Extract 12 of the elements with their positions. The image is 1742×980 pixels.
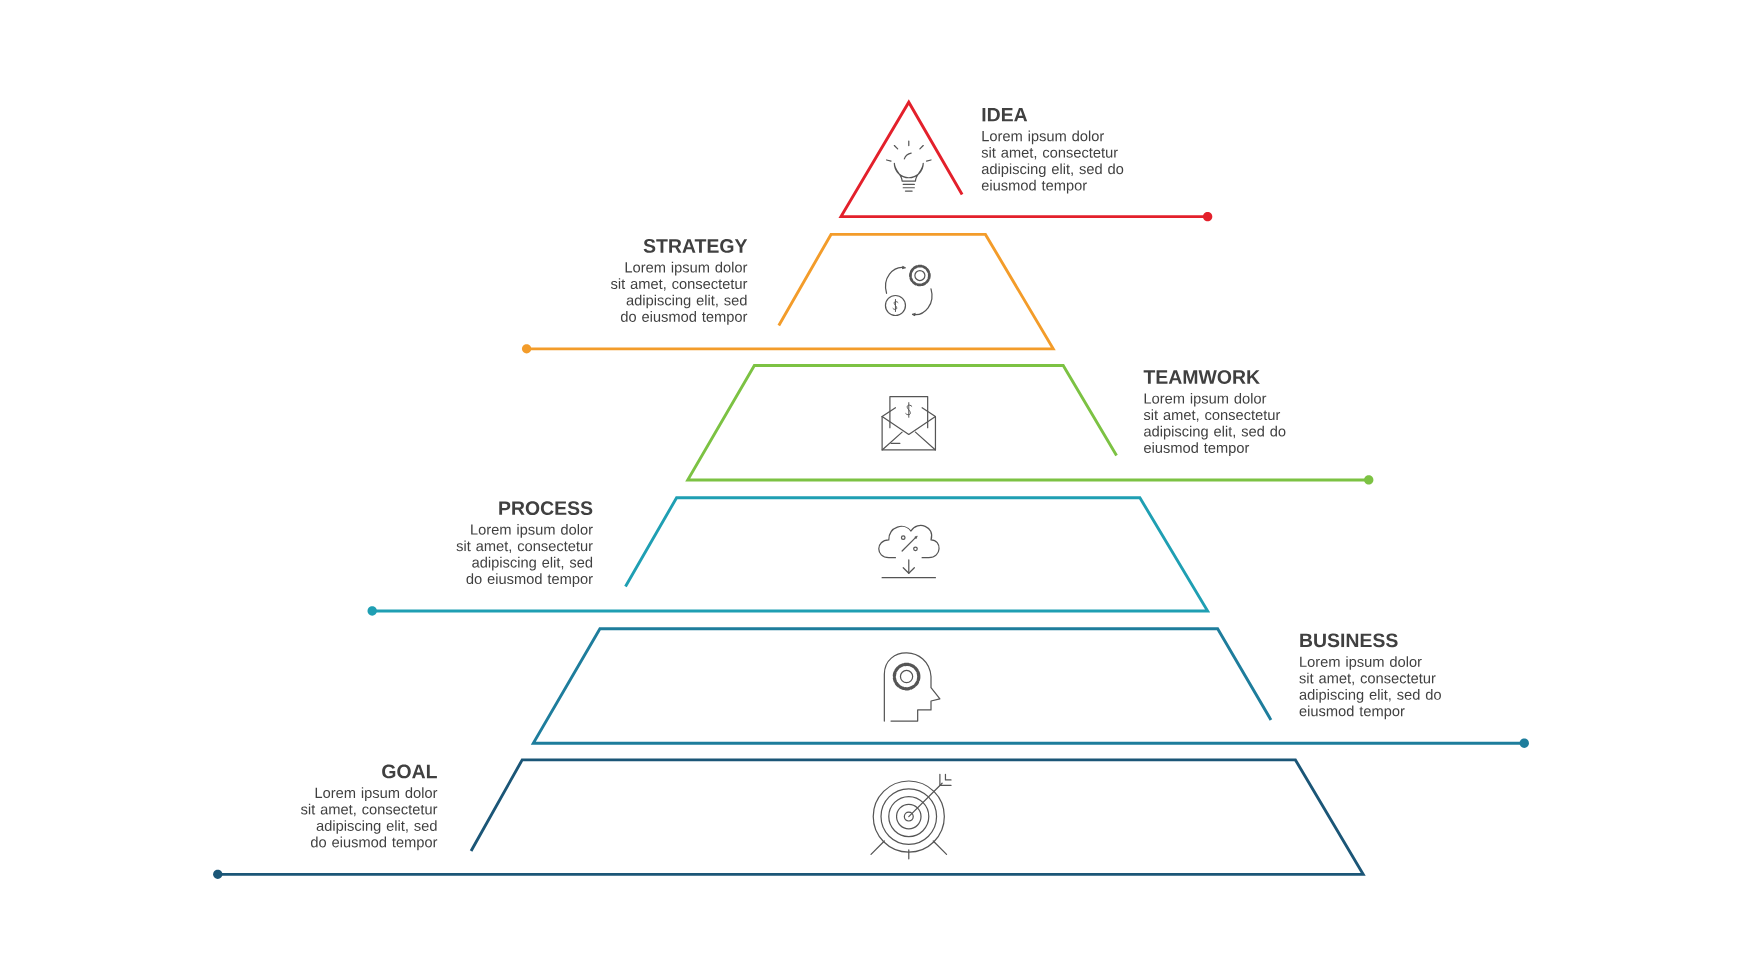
layer-heading: PROCESS: [499, 501, 593, 516]
layer-description: Lorem ipsum dolor sit amet, consectetur adipiscing elit, sed do eiusmod tempor: [1299, 656, 1441, 720]
layer-heading: IDEA: [982, 108, 1028, 122]
layer-description: Lorem ipsum dolor sit amet, consectetur adipiscing elit, sed do eiusmod tempor: [981, 130, 1124, 194]
layer-description: Lorem ipsum dolor sit amet, consectetur adipiscing elit, sed do eiusmod tempor: [301, 787, 438, 851]
layer-heading: BUSINESS: [1300, 633, 1398, 648]
layer-description: Lorem ipsum dolor sit amet, consectetur adipiscing elit, sed do eiusmod tempor: [456, 524, 593, 588]
layer-description: Lorem ipsum dolor sit amet, consectetur adipiscing elit, sed do eiusmod tempor: [1143, 392, 1286, 456]
layer-description: Lorem ipsum dolor sit amet, consectetur adipiscing elit, sed do eiusmod tempor: [610, 261, 748, 325]
layer-heading: STRATEGY: [643, 239, 748, 253]
layer-heading: GOAL: [382, 764, 437, 779]
layer-heading: TEAMWORK: [1143, 370, 1260, 384]
